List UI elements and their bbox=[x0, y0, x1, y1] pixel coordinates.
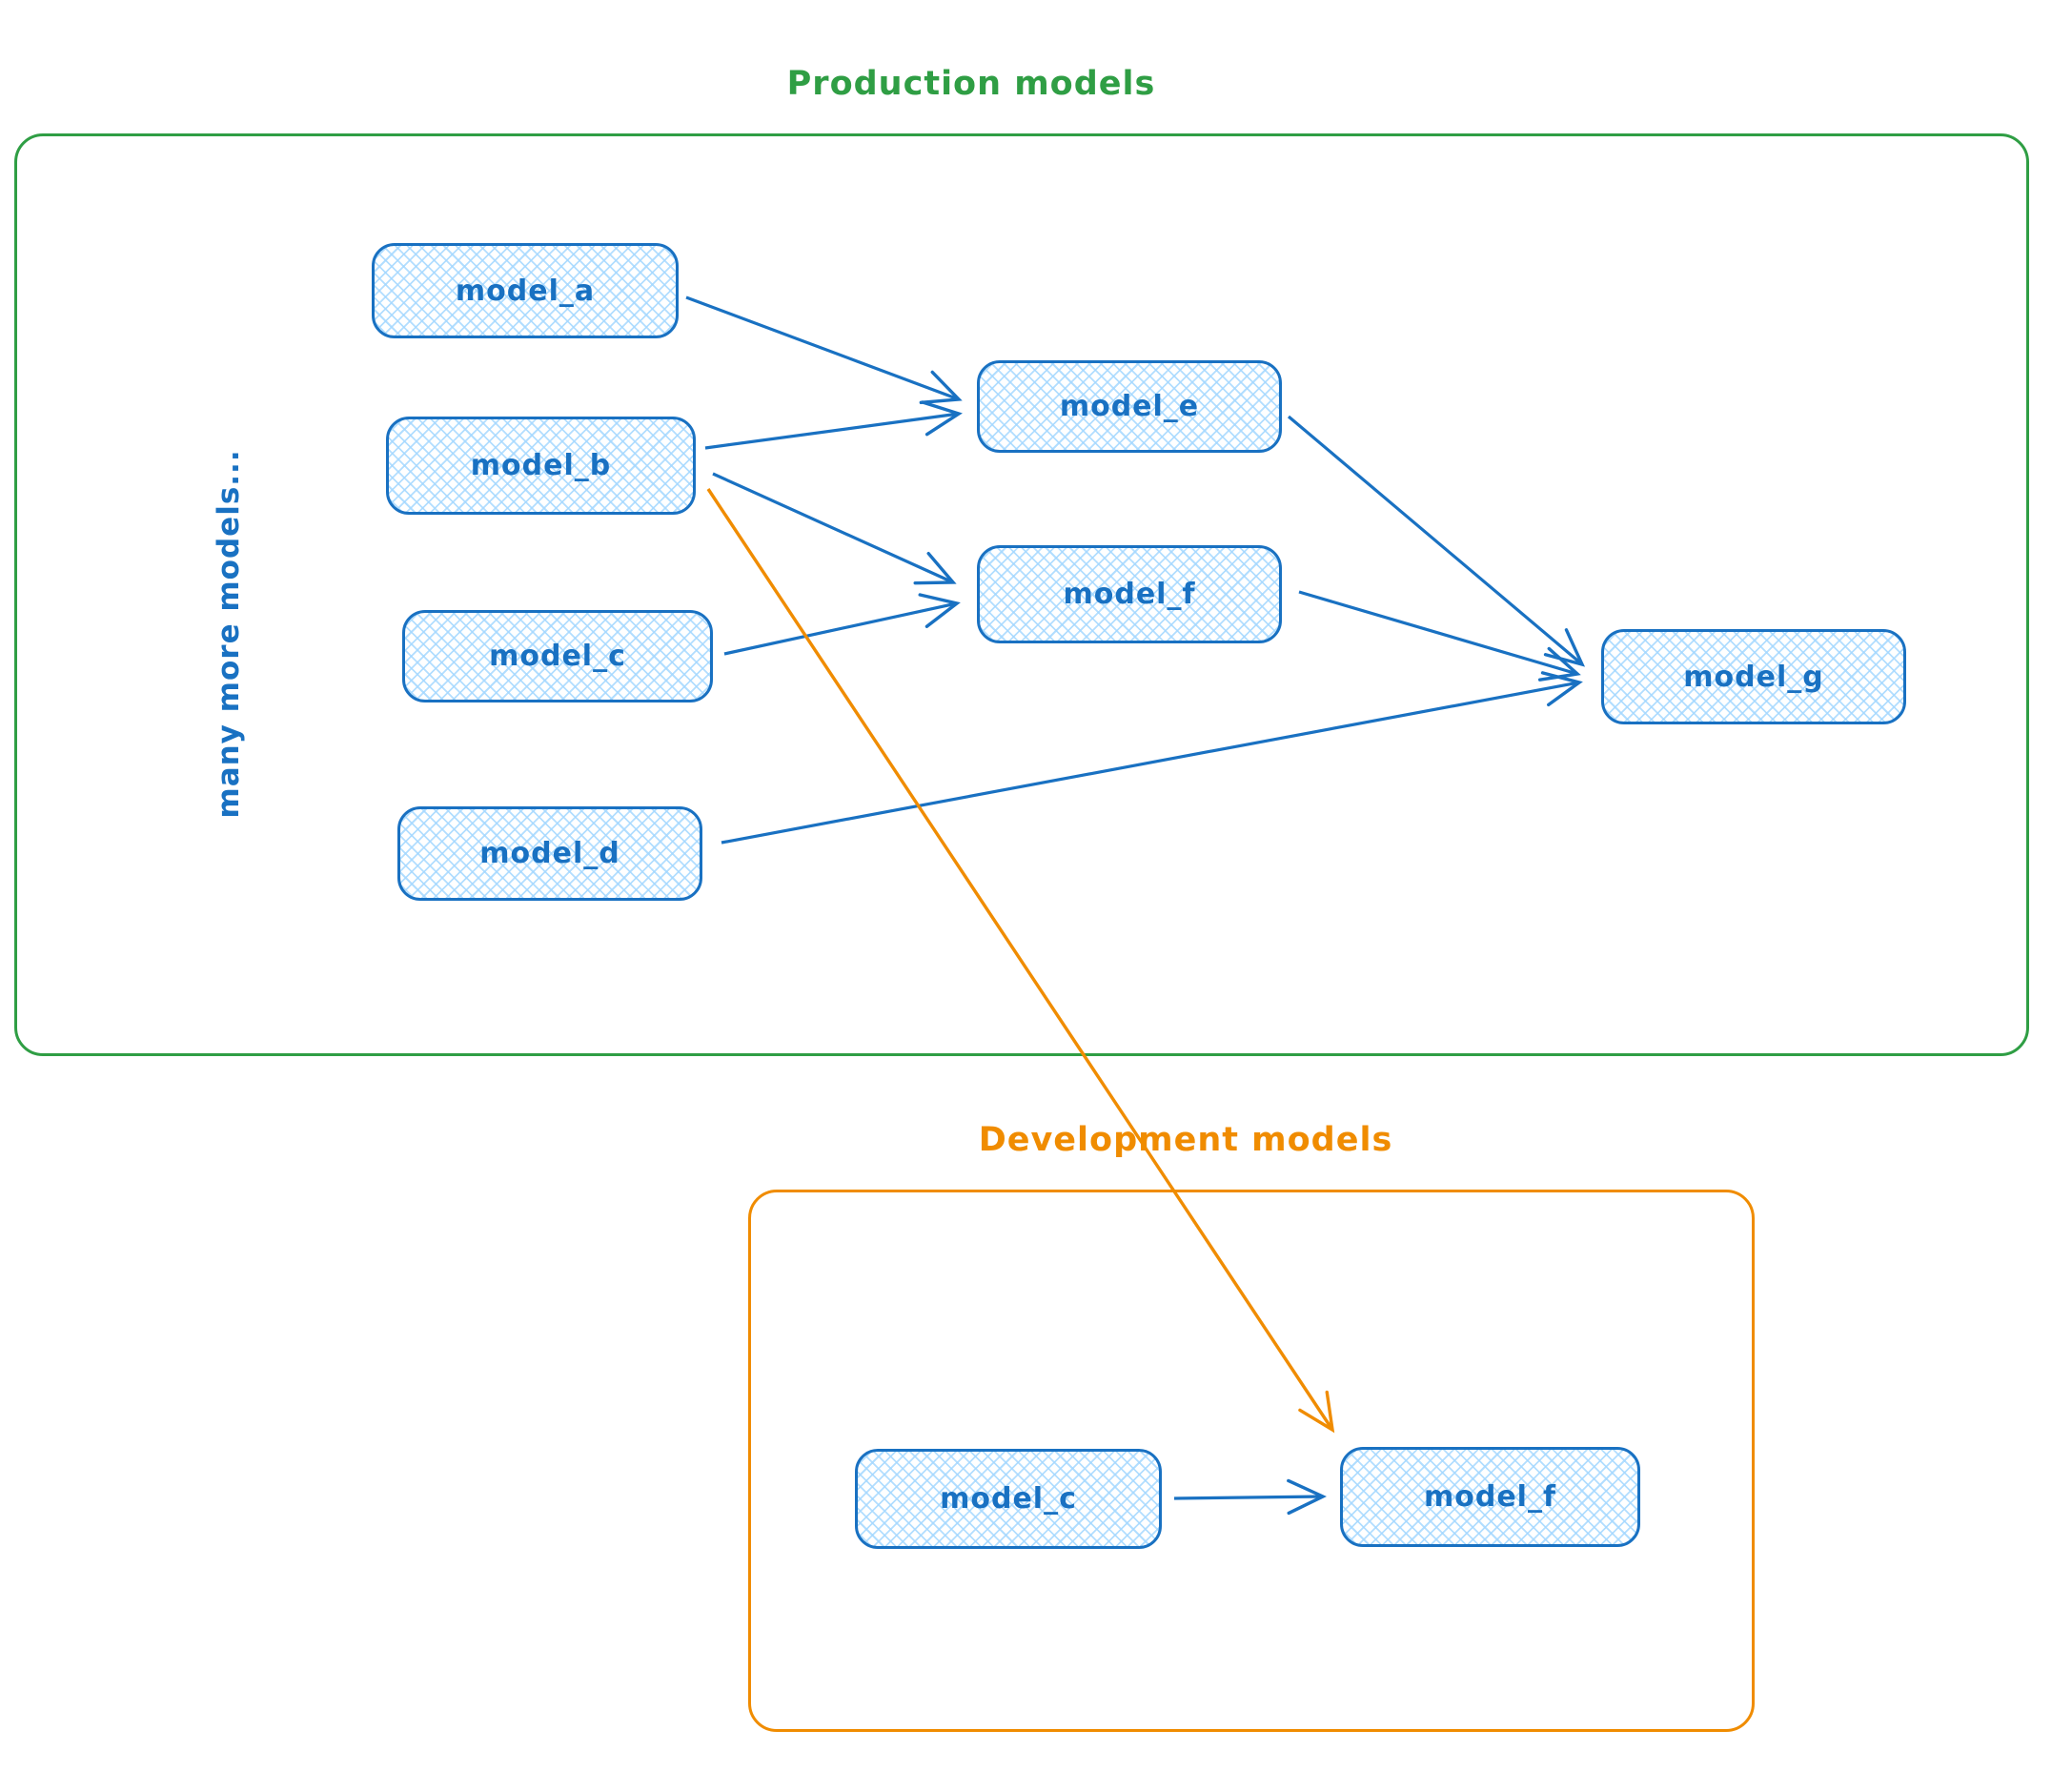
development-title[interactable]: Development models bbox=[978, 1121, 1393, 1159]
node-model-e[interactable]: model_e bbox=[977, 360, 1282, 453]
dev-node-model-f[interactable]: model_f bbox=[1340, 1447, 1640, 1547]
dev-node-model-c-label: model_c bbox=[940, 1482, 1077, 1516]
node-model-e-label: model_e bbox=[1059, 390, 1200, 423]
node-model-b[interactable]: model_b bbox=[386, 417, 696, 515]
node-model-g-label: model_g bbox=[1683, 660, 1824, 694]
node-model-c[interactable]: model_c bbox=[402, 610, 713, 702]
node-model-a-label: model_a bbox=[455, 274, 596, 308]
node-model-b-label: model_b bbox=[470, 449, 612, 482]
node-model-a[interactable]: model_a bbox=[372, 243, 679, 338]
dev-node-model-f-label: model_f bbox=[1423, 1480, 1557, 1514]
production-title[interactable]: Production models bbox=[786, 65, 1156, 103]
node-model-f-label: model_f bbox=[1063, 578, 1196, 611]
many-more-models-note[interactable]: many more models... bbox=[212, 449, 246, 819]
node-model-d[interactable]: model_d bbox=[397, 806, 702, 901]
dev-node-model-c[interactable]: model_c bbox=[855, 1449, 1162, 1549]
node-model-d-label: model_d bbox=[479, 837, 620, 870]
node-model-c-label: model_c bbox=[489, 640, 626, 673]
node-model-g[interactable]: model_g bbox=[1601, 629, 1906, 724]
node-model-f[interactable]: model_f bbox=[977, 545, 1282, 643]
